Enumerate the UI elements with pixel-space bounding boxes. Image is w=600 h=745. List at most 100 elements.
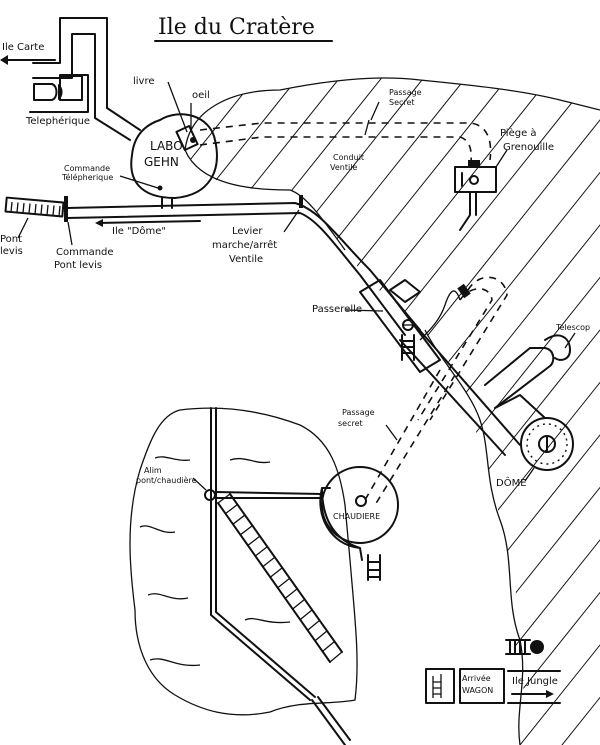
drawbridge-slat bbox=[10, 201, 13, 213]
drawbridge-slat bbox=[22, 202, 25, 214]
passerelle bbox=[345, 276, 521, 456]
commande-telepherique-point bbox=[157, 185, 163, 191]
ladder-rung bbox=[247, 535, 261, 546]
label-pont-levis-2: levis bbox=[0, 246, 23, 257]
hatch-line bbox=[423, 78, 600, 745]
dome bbox=[494, 394, 574, 482]
hatch-line bbox=[185, 78, 439, 745]
ladder-box bbox=[425, 668, 455, 704]
rim-left-edge bbox=[184, 149, 346, 251]
piege-grenouille bbox=[454, 149, 508, 231]
telepherique-cabin-icon bbox=[33, 83, 58, 101]
label-arrivee-1: Arrivée bbox=[462, 673, 491, 683]
label-dome: DÔME bbox=[496, 476, 527, 489]
ladder-rung bbox=[307, 619, 321, 631]
wagon-stop-point bbox=[530, 640, 544, 654]
label-telepherique: Telephérique bbox=[25, 115, 90, 127]
hatch-line bbox=[381, 78, 600, 745]
ladder-rung bbox=[277, 577, 291, 589]
label-arrivee-2: WAGON bbox=[462, 686, 493, 695]
passage-secret-top bbox=[199, 101, 492, 163]
alim-junction bbox=[204, 489, 216, 501]
label-commande-pont-2: Pont levis bbox=[54, 260, 102, 271]
book-device bbox=[175, 124, 199, 152]
arrivee-wagon-box bbox=[459, 668, 505, 704]
ladder-icon bbox=[505, 639, 531, 655]
ladder-rung bbox=[322, 640, 335, 652]
label-ile-jungle: Ile Jungle bbox=[512, 676, 558, 687]
label-passage-secret-top-1: Passage bbox=[389, 88, 422, 97]
label-gehn: GEHN bbox=[144, 155, 179, 169]
label-conduit-2: Ventile bbox=[330, 163, 357, 172]
label-passage-secret-low-1: Passage bbox=[342, 408, 375, 417]
label-alim-1: Alim bbox=[144, 466, 162, 475]
map-title: Ile du Cratère bbox=[158, 15, 315, 40]
label-piege-1: Piège à bbox=[500, 127, 537, 139]
ladder-icon bbox=[367, 554, 381, 581]
hatch-line bbox=[0, 60, 144, 745]
label-passage-secret-top-2: Secret bbox=[389, 98, 415, 107]
label-chaudiere: CHAUDIERE bbox=[333, 512, 380, 521]
label-telescope: Telescop bbox=[555, 323, 590, 332]
ladder-bridge-rungs bbox=[217, 493, 343, 663]
drawbridge-slat bbox=[40, 204, 43, 215]
drawbridge-slats bbox=[10, 201, 61, 217]
hatch-line bbox=[185, 78, 313, 745]
telepherique-station bbox=[59, 75, 83, 101]
label-passage-secret-low-2: secret bbox=[338, 419, 363, 428]
hatch-line bbox=[0, 60, 102, 745]
label-piege-2: Grenouille bbox=[503, 142, 554, 153]
telepherique-corridor bbox=[0, 17, 141, 141]
labo-gehn bbox=[119, 81, 218, 209]
label-alim-2: pont/chaudière bbox=[136, 475, 197, 485]
hatch-line bbox=[185, 78, 355, 745]
ladder-rung bbox=[262, 556, 276, 568]
pont-levis-drawbridge bbox=[4, 196, 65, 218]
telescope bbox=[484, 332, 576, 409]
arrow-left-icon bbox=[95, 219, 103, 227]
hatch-line bbox=[0, 60, 60, 745]
hatch-line bbox=[185, 78, 481, 745]
chaudiere bbox=[319, 466, 399, 581]
label-levier-3: Ventile bbox=[229, 254, 263, 265]
drawbridge-slat bbox=[46, 204, 49, 216]
ile-dome-corridor bbox=[4, 195, 421, 336]
rim-lower-edge bbox=[424, 329, 524, 745]
arrivee-wagon-area bbox=[425, 639, 561, 704]
label-commande-telepherique-2: Télépherique bbox=[61, 172, 113, 182]
hatch-line bbox=[185, 78, 523, 745]
arrow-left-icon bbox=[0, 55, 8, 65]
rim-top-edge bbox=[184, 77, 600, 151]
ladder-rung bbox=[329, 651, 343, 663]
ladder-rung bbox=[217, 493, 231, 504]
label-pont-levis-1: Pont bbox=[0, 234, 22, 245]
ladder-rung bbox=[314, 630, 328, 642]
ladder-icon bbox=[432, 674, 442, 698]
drawbridge-slat bbox=[58, 205, 61, 217]
label-passerelle: Passerelle bbox=[312, 304, 362, 315]
label-oeil: oeil bbox=[192, 90, 210, 101]
label-commande-pont-1: Commande bbox=[56, 247, 114, 258]
arrow-right-icon bbox=[546, 690, 554, 698]
hatch-line bbox=[507, 78, 600, 745]
drawbridge-slat bbox=[16, 202, 19, 213]
ladder-rung bbox=[284, 588, 298, 599]
hatch-line bbox=[185, 78, 397, 745]
ladder-rung bbox=[225, 504, 238, 515]
ladder-icon bbox=[401, 334, 415, 361]
hatch-line bbox=[185, 78, 600, 745]
label-conduit-1: Conduit bbox=[333, 153, 364, 162]
label-commande-telepherique-1: Commande bbox=[64, 164, 110, 173]
label-labo: LABO bbox=[150, 139, 183, 153]
label-levier-2: marche/arrêt bbox=[212, 239, 277, 251]
drawbridge-slat bbox=[52, 205, 55, 216]
passage-secret-low bbox=[364, 369, 456, 506]
label-ile-carte: Ile Carte bbox=[2, 42, 44, 53]
arrow-ile-dome bbox=[97, 220, 201, 224]
drawbridge-slat bbox=[28, 203, 31, 214]
hatch-line bbox=[591, 78, 600, 745]
label-ile-dome: Ile "Dôme" bbox=[112, 225, 166, 237]
drawbridge-slat bbox=[34, 203, 37, 215]
ladder-rung bbox=[269, 567, 283, 578]
